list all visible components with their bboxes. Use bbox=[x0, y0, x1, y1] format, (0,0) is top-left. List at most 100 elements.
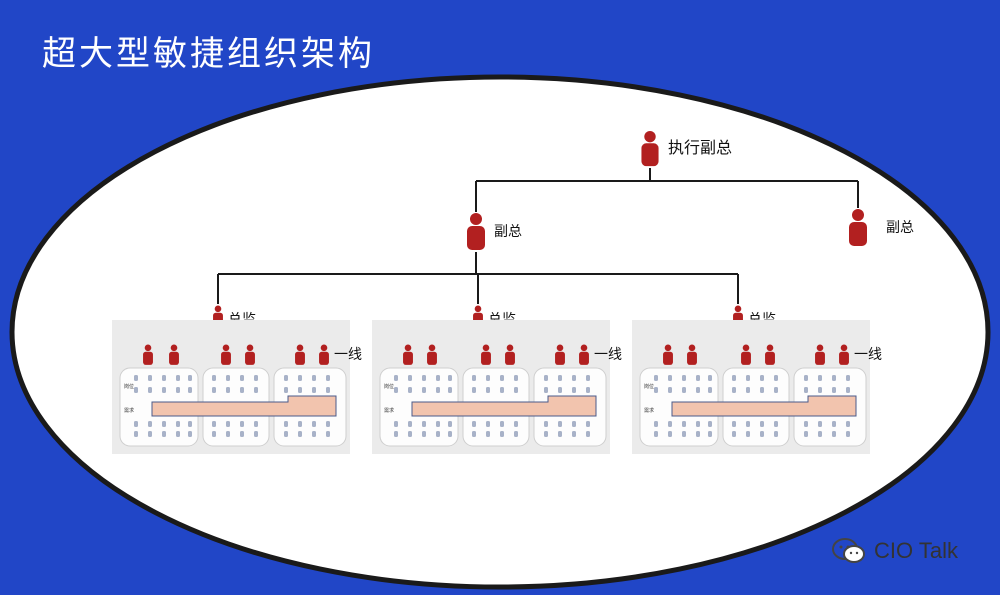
member-mark bbox=[544, 375, 548, 381]
member-mark bbox=[254, 375, 258, 381]
member-mark bbox=[312, 375, 316, 381]
member-mark bbox=[682, 375, 686, 381]
member-mark bbox=[832, 431, 836, 437]
member-mark bbox=[572, 421, 576, 427]
member-mark bbox=[696, 375, 700, 381]
team-row-label: 需求 bbox=[384, 407, 394, 414]
member-mark bbox=[668, 387, 672, 393]
member-mark bbox=[312, 387, 316, 393]
member-mark bbox=[162, 421, 166, 427]
member-mark bbox=[394, 421, 398, 427]
member-mark bbox=[500, 387, 504, 393]
team-row-label: 岗位 bbox=[124, 383, 134, 390]
member-mark bbox=[486, 421, 490, 427]
member-mark bbox=[818, 431, 822, 437]
member-mark bbox=[668, 375, 672, 381]
member-mark bbox=[696, 431, 700, 437]
member-mark bbox=[448, 421, 452, 427]
member-mark bbox=[436, 375, 440, 381]
member-mark bbox=[586, 421, 590, 427]
member-mark bbox=[500, 375, 504, 381]
executive-vp-label: 执行副总 bbox=[668, 138, 732, 157]
member-mark bbox=[708, 387, 712, 393]
member-mark bbox=[254, 431, 258, 437]
member-mark bbox=[708, 375, 712, 381]
member-mark bbox=[176, 431, 180, 437]
member-mark bbox=[572, 431, 576, 437]
watermark-text: CIO Talk bbox=[874, 538, 958, 563]
member-mark bbox=[226, 431, 230, 437]
member-mark bbox=[284, 431, 288, 437]
member-mark bbox=[284, 387, 288, 393]
member-mark bbox=[148, 375, 152, 381]
team-row-label: 岗位 bbox=[384, 383, 394, 390]
member-mark bbox=[176, 421, 180, 427]
member-mark bbox=[422, 375, 426, 381]
member-mark bbox=[682, 421, 686, 427]
member-mark bbox=[226, 421, 230, 427]
cross-team-highlight bbox=[411, 395, 597, 417]
member-mark bbox=[408, 421, 412, 427]
team-row-label: 岗位 bbox=[644, 383, 654, 390]
member-mark bbox=[472, 375, 476, 381]
member-mark bbox=[312, 421, 316, 427]
member-mark bbox=[818, 375, 822, 381]
vp-left-label: 副总 bbox=[494, 224, 522, 240]
member-mark bbox=[486, 431, 490, 437]
member-mark bbox=[212, 421, 216, 427]
member-mark bbox=[422, 387, 426, 393]
wechat-icon bbox=[832, 538, 865, 563]
member-mark bbox=[774, 375, 778, 381]
member-mark bbox=[188, 375, 192, 381]
member-mark bbox=[472, 387, 476, 393]
member-mark bbox=[212, 387, 216, 393]
member-mark bbox=[148, 421, 152, 427]
member-mark bbox=[760, 375, 764, 381]
member-mark bbox=[846, 387, 850, 393]
member-mark bbox=[500, 421, 504, 427]
member-mark bbox=[326, 375, 330, 381]
member-mark bbox=[148, 387, 152, 393]
member-mark bbox=[284, 375, 288, 381]
member-mark bbox=[760, 421, 764, 427]
member-mark bbox=[326, 387, 330, 393]
member-mark bbox=[846, 431, 850, 437]
member-mark bbox=[732, 421, 736, 427]
member-mark bbox=[544, 431, 548, 437]
member-mark bbox=[760, 431, 764, 437]
member-mark bbox=[448, 387, 452, 393]
member-mark bbox=[846, 375, 850, 381]
member-mark bbox=[514, 431, 518, 437]
member-mark bbox=[558, 421, 562, 427]
member-mark bbox=[708, 431, 712, 437]
member-mark bbox=[558, 387, 562, 393]
vp-right-label: 副总 bbox=[886, 220, 914, 236]
member-mark bbox=[732, 375, 736, 381]
member-mark bbox=[436, 421, 440, 427]
member-mark bbox=[436, 431, 440, 437]
member-mark bbox=[774, 421, 778, 427]
member-mark bbox=[832, 375, 836, 381]
member-mark bbox=[668, 421, 672, 427]
member-mark bbox=[572, 387, 576, 393]
member-mark bbox=[804, 387, 808, 393]
member-mark bbox=[134, 375, 138, 381]
member-mark bbox=[162, 375, 166, 381]
member-mark bbox=[682, 431, 686, 437]
member-mark bbox=[212, 431, 216, 437]
member-mark bbox=[832, 421, 836, 427]
member-mark bbox=[298, 431, 302, 437]
member-mark bbox=[326, 421, 330, 427]
member-mark bbox=[746, 421, 750, 427]
member-mark bbox=[818, 387, 822, 393]
member-mark bbox=[486, 375, 490, 381]
member-mark bbox=[514, 375, 518, 381]
member-mark bbox=[760, 387, 764, 393]
member-mark bbox=[846, 421, 850, 427]
member-mark bbox=[312, 431, 316, 437]
member-mark bbox=[134, 421, 138, 427]
member-mark bbox=[696, 421, 700, 427]
member-mark bbox=[804, 431, 808, 437]
member-mark bbox=[436, 387, 440, 393]
